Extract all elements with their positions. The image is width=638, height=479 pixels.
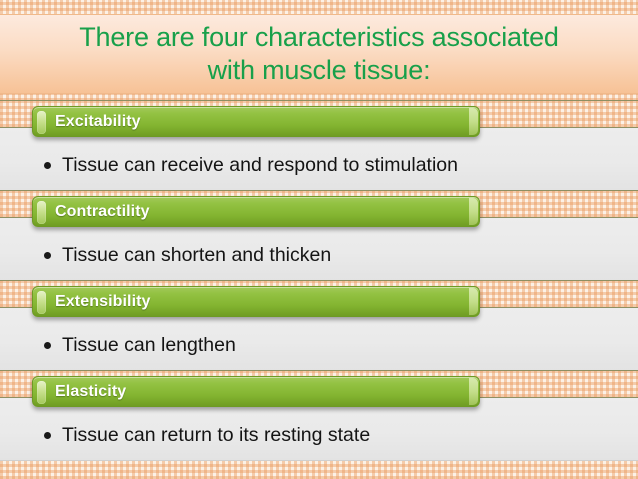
slide-title-bar: There are four characteristics associate… <box>0 14 638 94</box>
section-heading-banner-contractility[interactable]: Contractility <box>32 196 480 227</box>
section-excitability: Excitability Tissue can receive and resp… <box>0 100 638 191</box>
bullet-item: Tissue can return to its resting state <box>0 418 638 452</box>
section-heading-banner-elasticity[interactable]: Elasticity <box>32 376 480 407</box>
section-heading-label: Contractility <box>55 202 150 220</box>
section-heading-banner-extensibility[interactable]: Extensibility <box>32 286 480 317</box>
bullet-item: Tissue can receive and respond to stimul… <box>0 148 638 182</box>
bullet-text: Tissue can receive and respond to stimul… <box>62 154 458 176</box>
bullet-item: Tissue can shorten and thicken <box>0 238 638 272</box>
section-contractility: Contractility Tissue can shorten and thi… <box>0 190 638 281</box>
content-panel <box>0 127 638 191</box>
page-title: There are four characteristics associate… <box>79 22 559 85</box>
bullet-text: Tissue can shorten and thicken <box>62 244 332 266</box>
section-extensibility: Extensibility Tissue can lengthen <box>0 280 638 371</box>
banner-tab-icon <box>37 381 46 404</box>
section-heading-label: Extensibility <box>55 292 151 310</box>
bullet-dot-icon <box>44 251 51 259</box>
content-panel <box>0 397 638 461</box>
section-heading-label: Elasticity <box>55 382 127 400</box>
bullet-dot-icon <box>44 161 51 169</box>
section-heading-banner-excitability[interactable]: Excitability <box>32 106 480 137</box>
bullet-dot-icon <box>44 431 51 439</box>
bullet-item: Tissue can lengthen <box>0 328 638 362</box>
bullet-text: Tissue can lengthen <box>62 334 236 356</box>
content-panel <box>0 217 638 281</box>
banner-tab-icon <box>37 201 46 224</box>
bullet-text: Tissue can return to its resting state <box>62 424 371 446</box>
section-elasticity: Elasticity Tissue can return to its rest… <box>0 370 638 461</box>
bullet-dot-icon <box>44 341 51 349</box>
banner-tab-icon <box>37 111 46 134</box>
section-heading-label: Excitability <box>55 112 141 130</box>
banner-tab-icon <box>37 291 46 314</box>
content-panel <box>0 307 638 371</box>
